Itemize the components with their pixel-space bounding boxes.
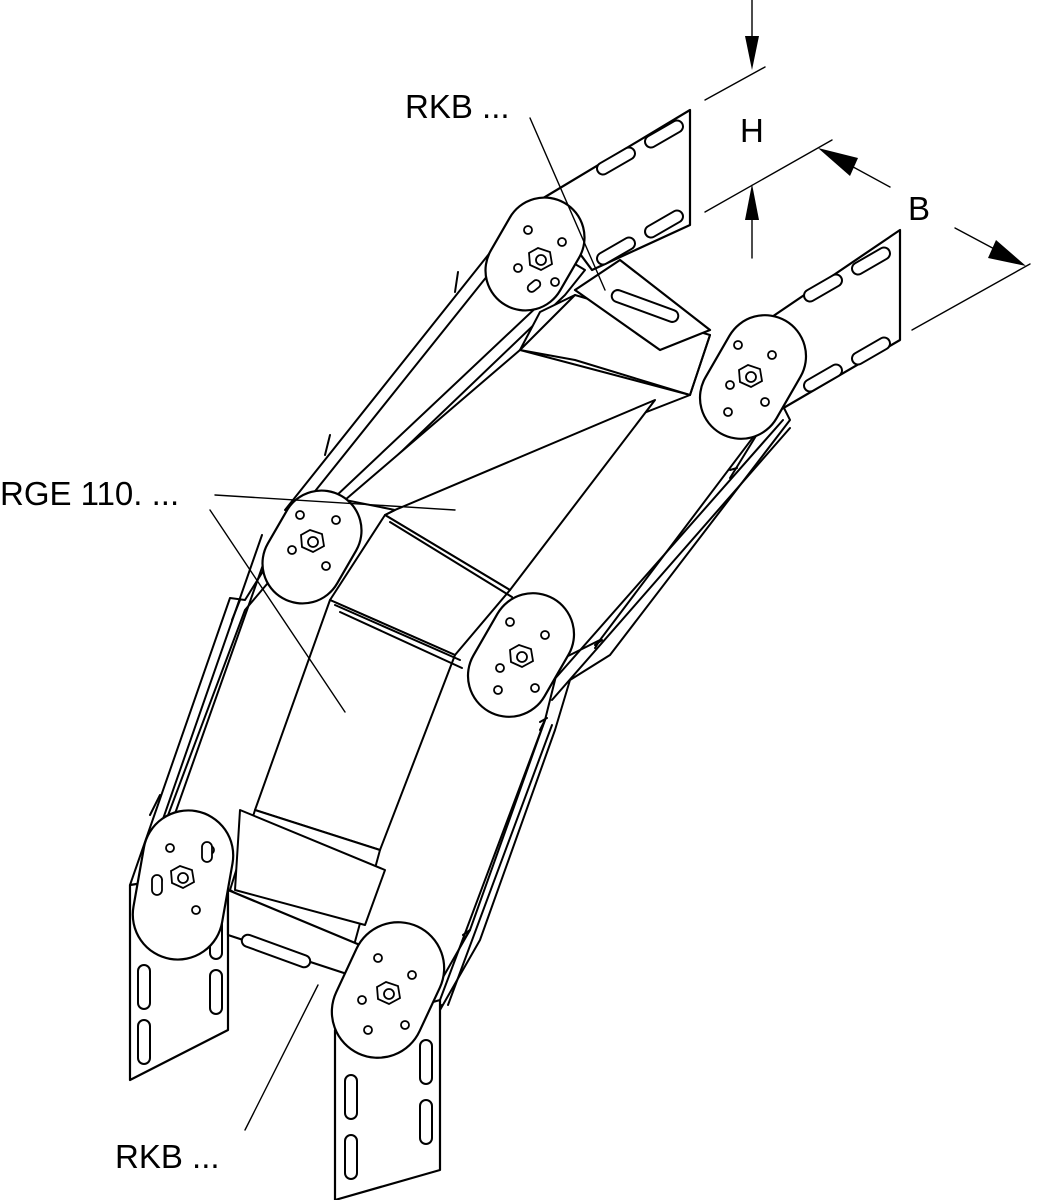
joint-plate-middle-rear — [261, 489, 363, 605]
height-dimension — [704, 0, 833, 259]
label-rkb-bottom: RKB ... — [115, 1138, 220, 1175]
label-width: B — [908, 190, 930, 227]
joint-plate-top-front — [698, 314, 808, 440]
label-height: H — [740, 112, 764, 149]
label-rge: RGE 110. ... — [0, 475, 179, 512]
joint-plate-bottom-front — [330, 921, 446, 1059]
width-dimension — [818, 148, 1031, 331]
joint-plate-top-rear — [484, 196, 586, 312]
leader-lines — [209, 117, 606, 1131]
trough-panels — [229, 294, 711, 961]
joint-plate-middle-front — [466, 592, 576, 718]
label-rkb-top: RKB ... — [405, 88, 510, 125]
joint-plate-bottom-rear — [131, 809, 235, 961]
